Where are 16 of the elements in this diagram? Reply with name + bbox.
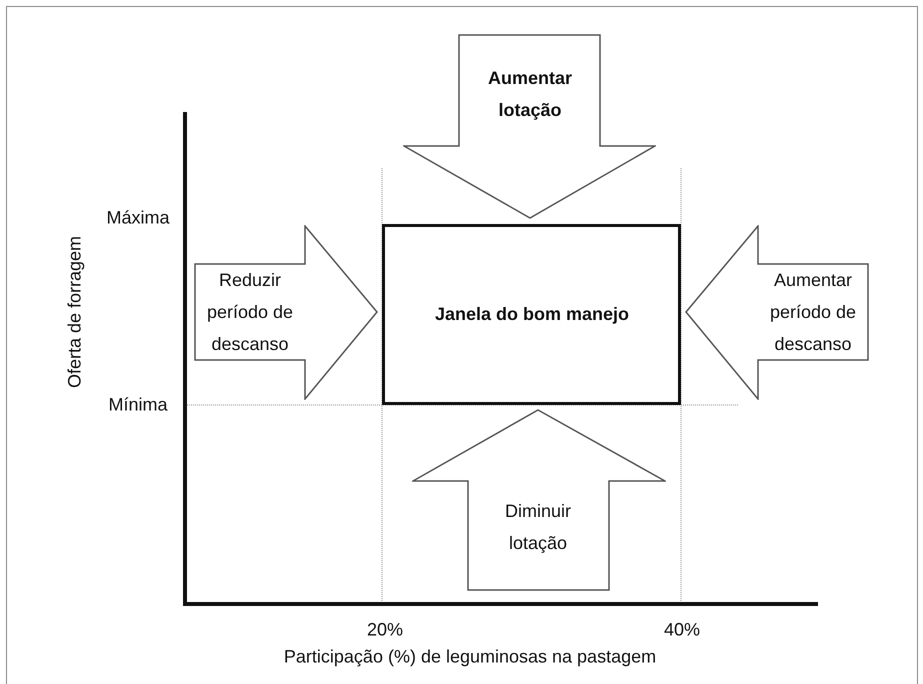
- arrow-label: Diminuir lotação: [504, 500, 572, 555]
- block-arrow: [685, 225, 869, 400]
- block-arrow: [194, 225, 378, 400]
- axis-title: Oferta de forragem: [64, 236, 86, 388]
- arrow-label: Aumentar lotação: [486, 67, 573, 122]
- tick-label: Máxima: [106, 206, 170, 230]
- block-arrow: [412, 409, 666, 591]
- window-box: [382, 224, 681, 405]
- tick-label: 40%: [664, 618, 700, 642]
- axis-title: Participação (%) de leguminosas na pastagem: [284, 646, 656, 668]
- arrow-label: Aumentar período de descanso: [768, 269, 858, 356]
- tick-label: Mínima: [108, 394, 168, 416]
- arrow-label: Reduzir período de descanso: [206, 269, 294, 356]
- box-label: Janela do bom manejo: [434, 303, 630, 326]
- block-arrow: [403, 34, 656, 219]
- tick-label: 20%: [366, 618, 404, 642]
